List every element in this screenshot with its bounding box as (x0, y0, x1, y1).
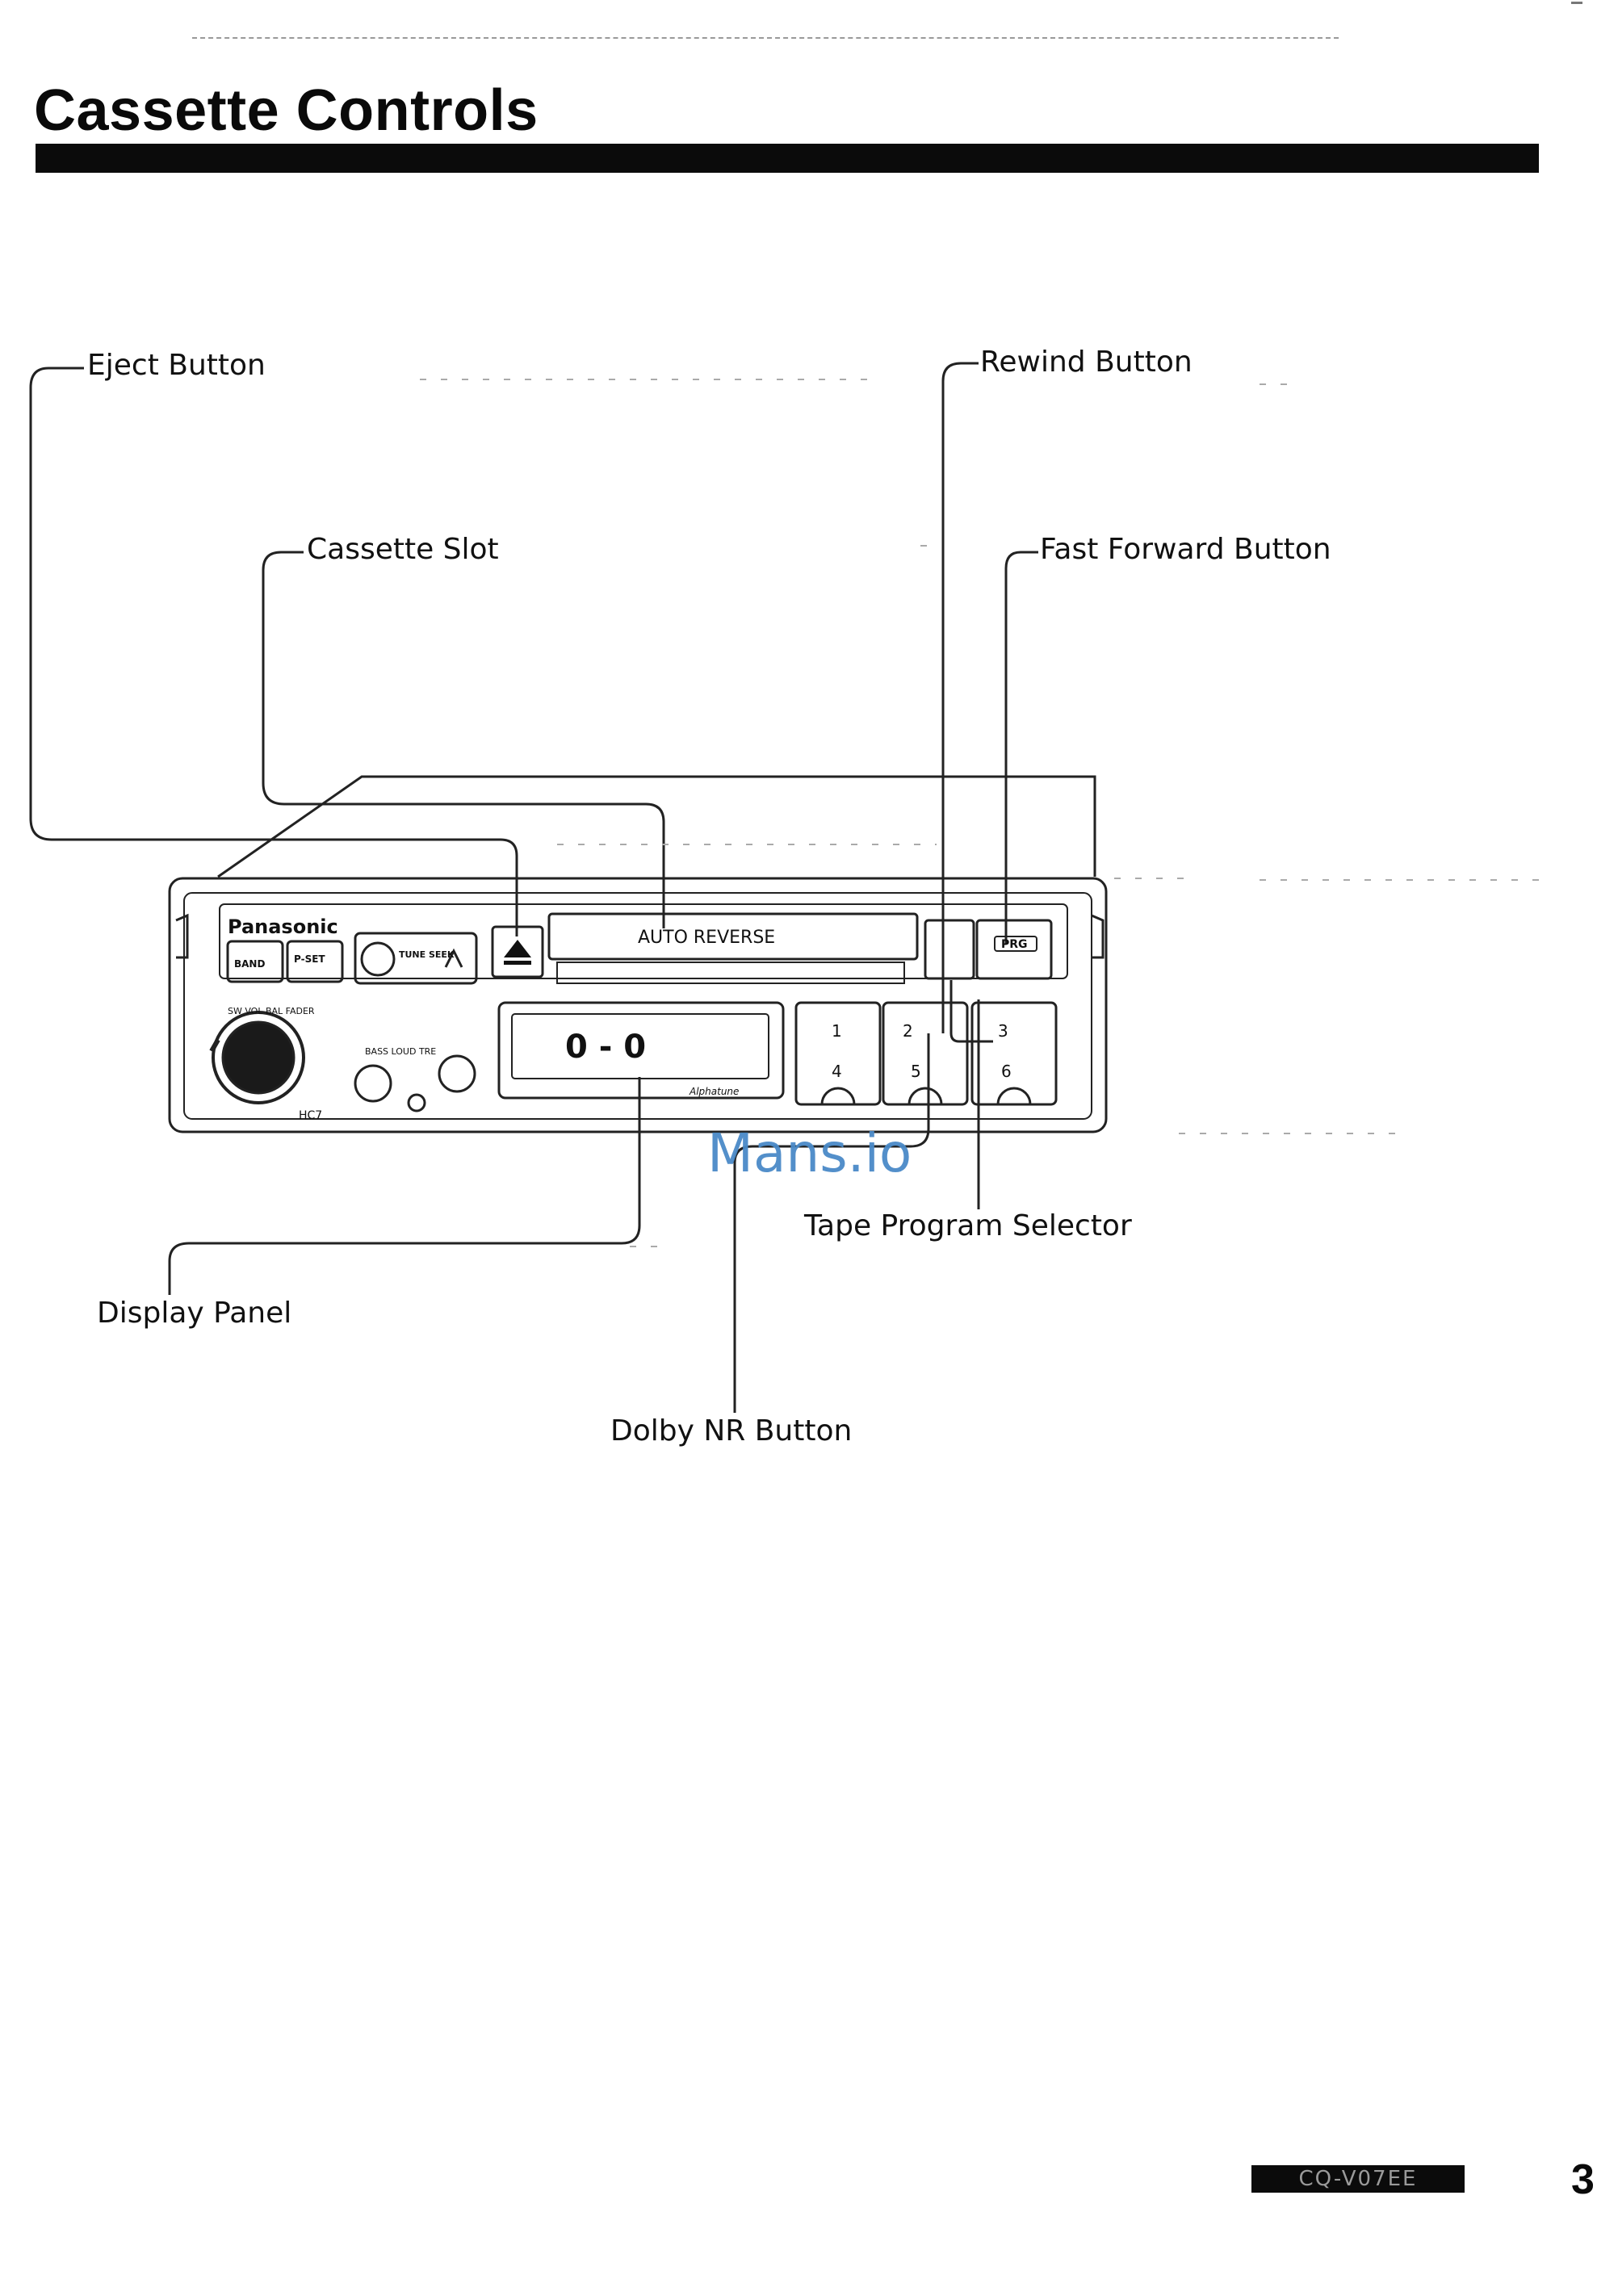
svg-text:3: 3 (998, 1021, 1008, 1041)
cassette-slot-shape (547, 912, 919, 961)
svg-text:6: 6 (1001, 1062, 1012, 1081)
svg-text:HC7: HC7 (299, 1109, 322, 1122)
svg-text:5: 5 (911, 1062, 921, 1081)
tune-seek-shape (354, 932, 478, 985)
slot-leader (262, 551, 665, 928)
svg-text:Alphatune: Alphatune (689, 1086, 739, 1097)
title-underline-bar (36, 144, 1539, 173)
svg-text:TUNE SEEK: TUNE SEEK (399, 949, 455, 960)
svg-text:PRG: PRG (1001, 938, 1028, 951)
footer-model-code: CQ-V07EE (1251, 2165, 1465, 2193)
display-readout: 0 - 0 (565, 1029, 646, 1066)
rewind-button-label: Rewind Button (980, 346, 1193, 379)
top-rule (192, 37, 1339, 39)
fastforward-button-shape (975, 919, 1053, 980)
display-panel-label: Display Panel (97, 1297, 292, 1330)
display-panel-shape (497, 1001, 785, 1100)
corner-mark (1571, 2, 1582, 4)
rewind-leader (941, 362, 979, 1033)
svg-text:BAND: BAND (234, 958, 265, 970)
cassette-slot-label: Cassette Slot (307, 533, 499, 566)
watermark-text: Mans.io (707, 1122, 912, 1184)
pset-button-shape (286, 940, 344, 983)
dolby-leader (733, 1033, 930, 1413)
svg-text:P-SET: P-SET (294, 953, 325, 965)
page-title: Cassette Controls (34, 78, 539, 143)
fast-forward-button-label: Fast Forward Button (1040, 533, 1331, 566)
ff-leader (1004, 551, 1038, 945)
svg-text:BASS LOUD TRE: BASS LOUD TRE (365, 1046, 436, 1057)
faceplate-inner (183, 892, 1092, 1120)
band-button-shape (226, 940, 284, 983)
svg-text:4: 4 (832, 1062, 842, 1081)
brand-text: Panasonic (228, 915, 338, 938)
eject-button-label: Eject Button (87, 349, 266, 382)
tape-program-selector-label: Tape Program Selector (804, 1209, 1132, 1242)
volume-knob-shape (212, 1011, 305, 1104)
eject-leader (29, 367, 518, 936)
chassis-top-outline (217, 775, 1096, 878)
svg-text:2: 2 (903, 1021, 913, 1041)
display-leader (168, 1077, 641, 1295)
svg-text:SW VOL BAL FADER: SW VOL BAL FADER (228, 1006, 315, 1016)
svg-text:1: 1 (832, 1021, 842, 1041)
rewind-button-shape (924, 919, 975, 980)
page-number: 3 (1571, 2156, 1595, 2203)
faceplate-outline (168, 877, 1108, 1133)
auto-reverse-text: AUTO REVERSE (638, 928, 775, 948)
dolby-nr-button-label: Dolby NR Button (610, 1414, 853, 1448)
